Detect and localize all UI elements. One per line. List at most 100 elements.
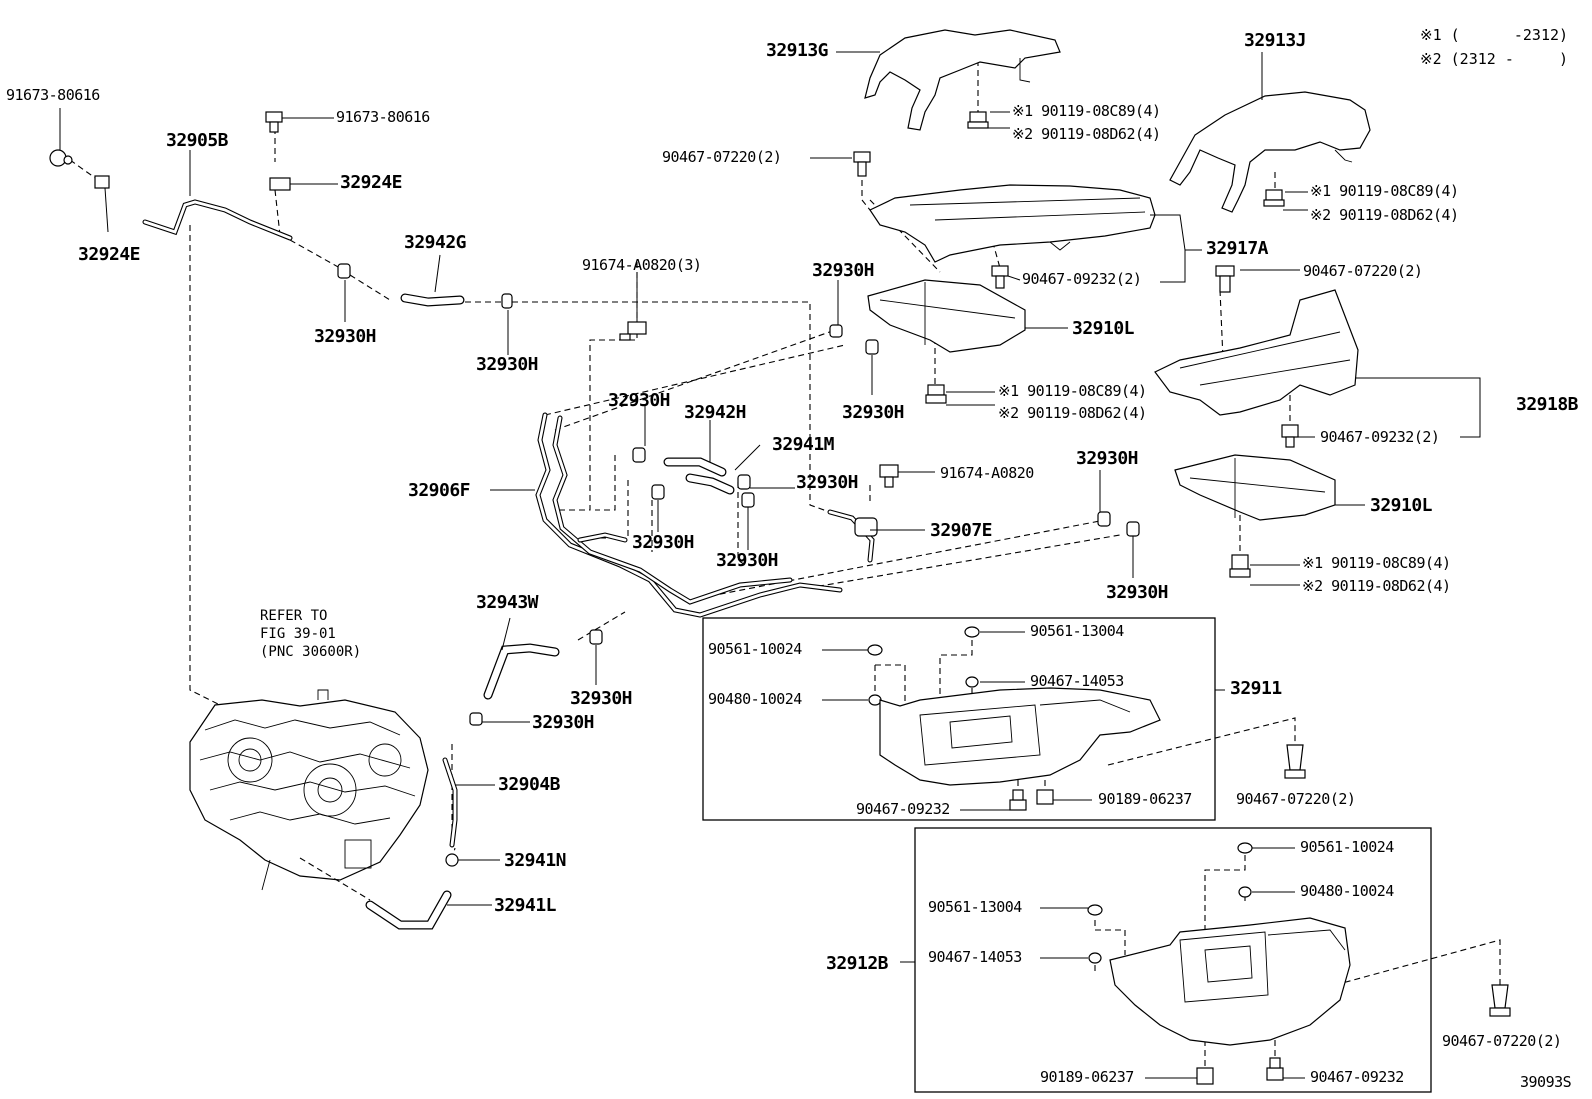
label-90467-09232-2-a[interactable]: 90467-09232(2) — [1022, 270, 1142, 288]
label-32941L[interactable]: 32941L — [494, 895, 557, 916]
label-32930H-9[interactable]: 32930H — [716, 550, 779, 571]
label-91673-80616-left[interactable]: 91673-80616 — [6, 86, 100, 104]
clip-32930H-2 — [501, 293, 513, 309]
label-90561-13004-a[interactable]: 90561-13004 — [1030, 622, 1124, 640]
label-90561-13004-b[interactable]: 90561-13004 — [928, 898, 1022, 916]
label-32910L-lower[interactable]: 32910L — [1370, 495, 1433, 516]
label-32904B[interactable]: 32904B — [498, 774, 561, 795]
transmission-illustration — [189, 689, 429, 891]
label-90480-10024-b[interactable]: 90480-10024 — [1300, 882, 1394, 900]
label-90561-10024-a[interactable]: 90561-10024 — [708, 640, 802, 658]
bolt-90467-09232-d — [1266, 1057, 1284, 1081]
label-32913J[interactable]: 32913J — [1244, 30, 1307, 51]
label-32942G[interactable]: 32942G — [404, 232, 467, 253]
nut-90561-10024-a — [867, 644, 883, 656]
duct-32910L-upper — [867, 279, 1026, 353]
label-90119-08D62-c[interactable]: ※2 90119-08D62(4) — [998, 404, 1147, 422]
label-32907E[interactable]: 32907E — [930, 520, 993, 541]
label-90480-10024-a[interactable]: 90480-10024 — [708, 690, 802, 708]
label-90467-09232-c[interactable]: 90467-09232 — [1310, 1068, 1404, 1086]
fasteners — [49, 111, 1511, 1085]
label-32905B[interactable]: 32905B — [166, 130, 229, 151]
label-90189-06237-b[interactable]: 90189-06237 — [1040, 1068, 1134, 1086]
refer-note-line1: REFER TO — [260, 608, 328, 624]
bracket-32913J — [1169, 91, 1371, 213]
label-90119-08C89-c[interactable]: ※1 90119-08C89(4) — [998, 382, 1147, 400]
clip-32930H-12 — [469, 712, 483, 726]
clip-32930H-11 — [589, 629, 603, 645]
label-90119-08D62-d[interactable]: ※2 90119-08D62(4) — [1302, 577, 1451, 595]
label-32917A[interactable]: 32917A — [1206, 238, 1269, 259]
label-32910L-upper[interactable]: 32910L — [1072, 318, 1135, 339]
label-91674-A0820-3[interactable]: 91674-A0820(3) — [582, 256, 702, 274]
brackets-and-covers — [864, 29, 1371, 521]
label-32941N[interactable]: 32941N — [504, 850, 567, 871]
clip-32930H-6 — [737, 474, 751, 490]
label-32930H-8[interactable]: 32930H — [632, 532, 695, 553]
label-32941M[interactable]: 32941M — [772, 434, 835, 455]
label-90561-10024-b[interactable]: 90561-10024 — [1300, 838, 1394, 856]
label-90119-08C89-b[interactable]: ※1 90119-08C89(4) — [1310, 182, 1459, 200]
label-90467-07220-2-b[interactable]: 90467-07220(2) — [1303, 262, 1423, 280]
label-32924E-right[interactable]: 32924E — [340, 172, 403, 193]
label-90119-08C89-a[interactable]: ※1 90119-08C89(4) — [1012, 102, 1161, 120]
label-32913G[interactable]: 32913G — [766, 40, 829, 61]
label-91674-A0820[interactable]: 91674-A0820 — [940, 464, 1034, 482]
label-90119-08C89-d[interactable]: ※1 90119-08C89(4) — [1302, 554, 1451, 572]
label-32911[interactable]: 32911 — [1230, 678, 1282, 699]
label-90467-14053-b[interactable]: 90467-14053 — [928, 948, 1022, 966]
washer-90467-14053-b — [1088, 952, 1102, 964]
label-90467-14053-a[interactable]: 90467-14053 — [1030, 672, 1124, 690]
bolt-90467-09232-a — [991, 265, 1009, 289]
label-90467-09232-2-b[interactable]: 90467-09232(2) — [1320, 428, 1440, 446]
label-32906F[interactable]: 32906F — [408, 480, 471, 501]
refer-note-line2: FIG 39-01 — [260, 626, 336, 642]
clamp-32924E-right — [269, 177, 291, 191]
label-32930H-7[interactable]: 32930H — [1076, 448, 1139, 469]
label-90119-08D62-a[interactable]: ※2 90119-08D62(4) — [1012, 125, 1161, 143]
bolt-90119-top-a — [967, 111, 989, 129]
clamp-32924E-left — [94, 175, 110, 189]
bolt-90119-top-b — [1263, 189, 1285, 207]
dashed-connectors — [69, 60, 1501, 1068]
label-90119-08D62-b[interactable]: ※2 90119-08D62(4) — [1310, 206, 1459, 224]
label-32930H-5[interactable]: 32930H — [608, 390, 671, 411]
label-90467-07220-2-d[interactable]: 90467-07220(2) — [1442, 1032, 1562, 1050]
label-32930H-6[interactable]: 32930H — [796, 472, 859, 493]
label-91673-80616-right[interactable]: 91673-80616 — [336, 108, 430, 126]
label-32930H-3[interactable]: 32930H — [812, 260, 875, 281]
nut-90561-10024-b — [1237, 842, 1253, 854]
nut-90561-13004-a — [964, 626, 980, 638]
leader-lines — [59, 51, 1481, 1079]
clip-32930H-9 — [1097, 511, 1111, 527]
label-32930H-2[interactable]: 32930H — [476, 354, 539, 375]
label-32943W[interactable]: 32943W — [476, 592, 539, 613]
label-32930H-4[interactable]: 32930H — [842, 402, 905, 423]
hoses-and-pipes — [142, 199, 878, 930]
label-90467-07220-2-c[interactable]: 90467-07220(2) — [1236, 790, 1356, 808]
bolt-90467-07220-b — [1215, 265, 1235, 293]
label-32924E-left[interactable]: 32924E — [78, 244, 141, 265]
label-90467-07220-2-a[interactable]: 90467-07220(2) — [662, 148, 782, 166]
bolt-90467-09232-c — [1009, 789, 1027, 811]
label-32930H-1[interactable]: 32930H — [314, 326, 377, 347]
bolt-90467-09232-b — [1281, 424, 1299, 448]
label-32930H-12[interactable]: 32930H — [532, 712, 595, 733]
bracket-32913G — [864, 29, 1061, 131]
label-32912B[interactable]: 32912B — [826, 953, 889, 974]
nut-90480-10024-a — [868, 694, 882, 706]
clip-32930H-4 — [865, 339, 879, 355]
label-32942H[interactable]: 32942H — [684, 402, 747, 423]
box-32911-group — [702, 617, 1216, 821]
bolt-90467-07220-a — [853, 151, 871, 177]
bolt-90119-mid-a — [925, 384, 947, 404]
label-32930H-11[interactable]: 32930H — [570, 688, 633, 709]
bolt-91673-80616-right — [265, 111, 283, 133]
clip-90189-06237-b — [1196, 1067, 1214, 1085]
nut-90480-10024-b — [1238, 886, 1252, 898]
label-32918B[interactable]: 32918B — [1516, 394, 1579, 415]
label-90189-06237-a[interactable]: 90189-06237 — [1098, 790, 1192, 808]
label-90467-09232[interactable]: 90467-09232 — [856, 800, 950, 818]
label-32930H-10[interactable]: 32930H — [1106, 582, 1169, 603]
nut-90561-13004-b — [1087, 904, 1103, 916]
